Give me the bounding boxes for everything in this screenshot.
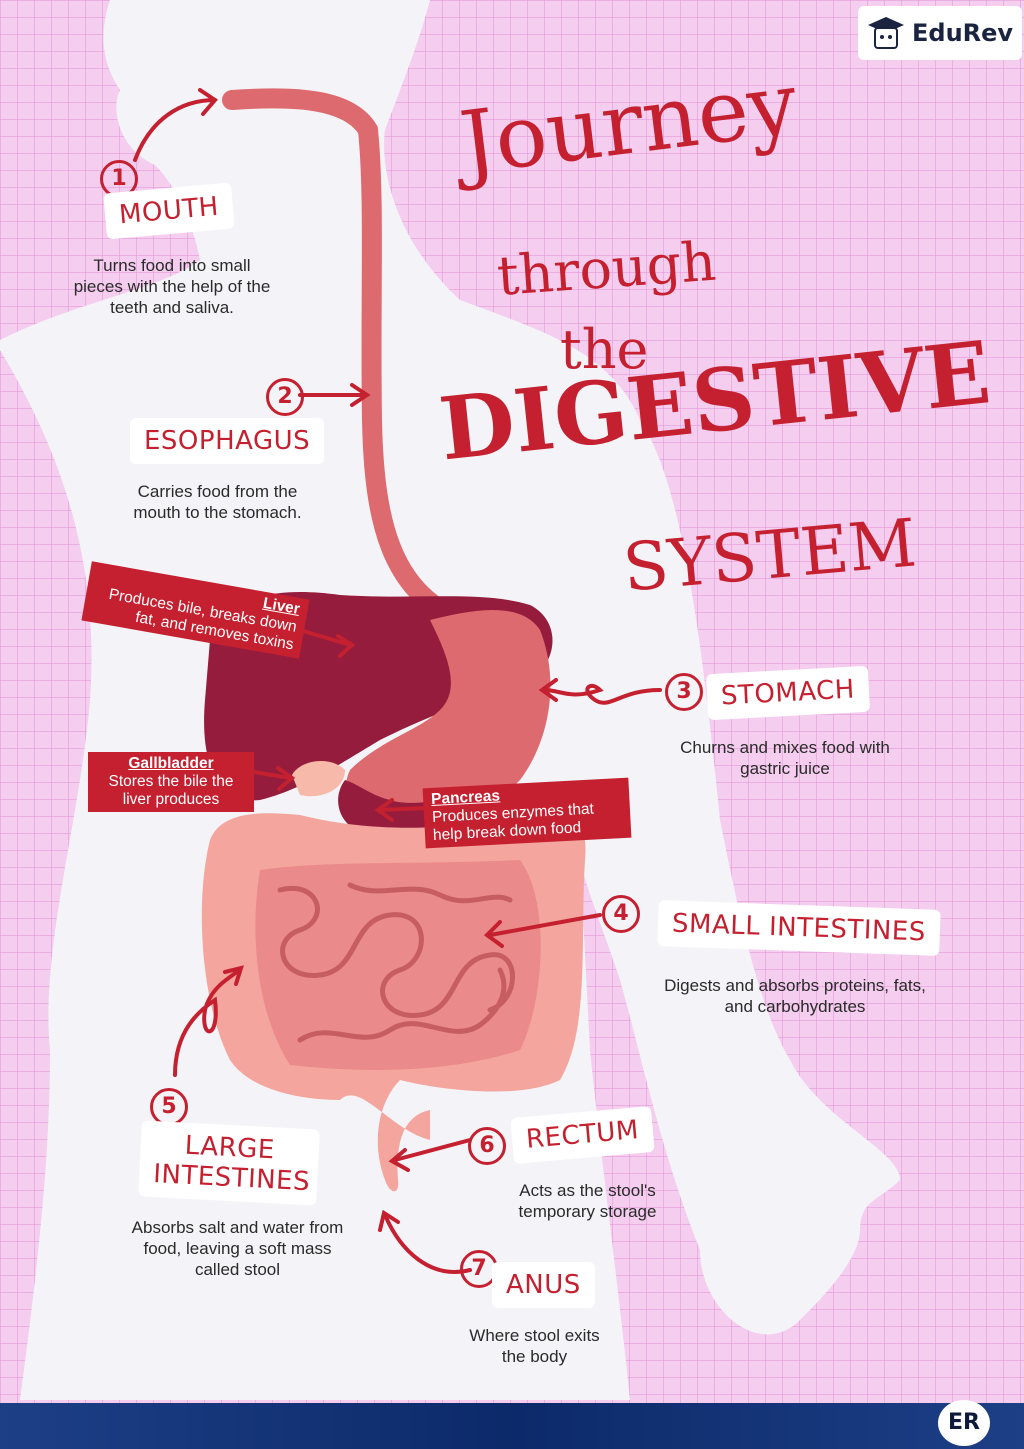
arrow-1 [133, 88, 218, 162]
arrow-4 [483, 913, 602, 948]
step-3-number: 3 [665, 673, 703, 711]
step-1-desc: Turns food into small pieces with the he… [73, 256, 271, 317]
esophagus-tube [222, 88, 470, 630]
step-5-label: LARGE INTESTINES [138, 1120, 320, 1206]
step-3-desc: Churns and mixes food with gastric juice [680, 738, 890, 778]
step-4-desc: Digests and absorbs proteins, fats, and … [664, 976, 926, 1016]
arrow-5 [173, 965, 244, 1077]
pancreas-tag: Pancreas Produces enzymes that help brea… [422, 777, 632, 849]
arrow-liver [298, 628, 356, 658]
er-badge[interactable]: ER [938, 1400, 990, 1446]
gallbladder-title: Gallbladder [128, 755, 214, 772]
arrow-6 [388, 1138, 472, 1172]
gallbladder-tag: Gallbladder Stores the bile the liver pr… [88, 752, 254, 812]
gallbladder-desc: Stores the bile the liver produces [108, 773, 234, 808]
edurev-logo[interactable]: EduRev [858, 6, 1022, 60]
pancreas-desc: Produces enzymes that help break down fo… [431, 800, 595, 844]
title-the: the [560, 318, 649, 381]
gallbladder-shape [292, 760, 345, 797]
step-2-label: ESOPHAGUS [130, 418, 325, 464]
small-intestine-shape [255, 860, 541, 1070]
footer-bar [0, 1403, 1024, 1449]
step-3-label: STOMACH [705, 665, 870, 721]
logo-text: EduRev [912, 19, 1014, 47]
step-5-desc: Absorbs salt and water from food, leavin… [131, 1218, 344, 1279]
arrow-2 [298, 383, 371, 407]
step-7-desc: Where stool exits the body [469, 1326, 600, 1366]
stomach-shape [346, 610, 551, 824]
step-6-number: 6 [468, 1127, 506, 1165]
arrow-7 [378, 1209, 472, 1274]
arrow-pancreas [374, 798, 427, 822]
graduation-cap-icon [868, 17, 904, 49]
step-2-number: 2 [266, 378, 304, 416]
step-7-label: ANUS [492, 1262, 595, 1308]
arrow-3 [538, 678, 662, 705]
step-4-number: 4 [602, 895, 640, 933]
step-2-desc: Carries food from the mouth to the stoma… [133, 482, 302, 522]
step-6-desc: Acts as the stool's temporary storage [518, 1181, 657, 1221]
step-4-label: SMALL INTESTINES [657, 900, 941, 956]
